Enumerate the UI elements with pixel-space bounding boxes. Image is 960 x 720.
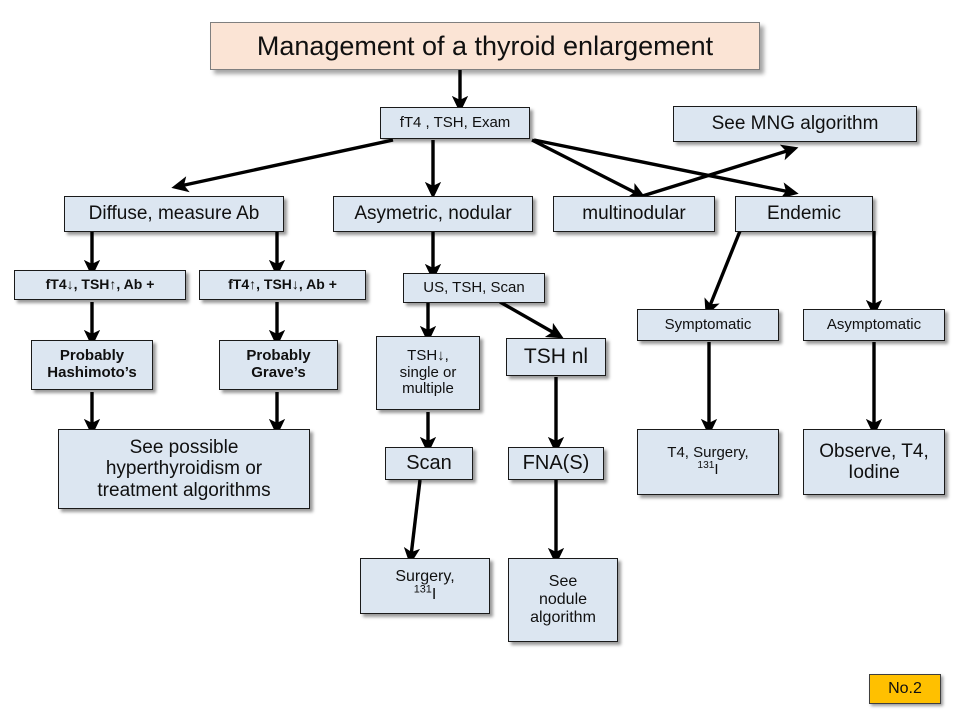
arrow-workup-to-endemic	[533, 138, 799, 199]
node-multinodular-label: multinodular	[582, 203, 686, 225]
page-title-label: Management of a thyroid enlargement	[256, 30, 714, 61]
arrow-us-to-tsh-nl	[499, 300, 564, 339]
node-t4-surgery-iodine-label: T4, Surgery,131I	[667, 444, 749, 479]
node-initial-workup[interactable]: fT4 , TSH, Exam	[380, 107, 530, 139]
node-asymetric-nodular[interactable]: Asymetric, nodular	[333, 196, 533, 232]
node-initial-workup-label: fT4 , TSH, Exam	[399, 113, 511, 131]
node-see-nodule-algorithm-label: See nodule algorithm	[530, 573, 596, 626]
iodine-mass-number: 131	[413, 583, 432, 596]
node-probably-hashimoto-label: Probably Hashimoto’s	[47, 347, 137, 381]
node-tsh-low-single-multiple[interactable]: TSH↓, single or multiple	[376, 336, 480, 410]
node-endemic[interactable]: Endemic	[735, 196, 873, 232]
arrow-scan-to-surgery	[403, 479, 422, 565]
arrow-multinodular-to-mng	[635, 144, 799, 200]
iodine-mass-number: 131	[697, 460, 715, 471]
iodine-symbol: I	[431, 586, 437, 603]
node-tsh-nl[interactable]: TSH nl	[506, 338, 606, 376]
node-diffuse[interactable]: Diffuse, measure Ab	[64, 196, 284, 232]
iodine-symbol: I	[714, 461, 719, 478]
page-title: Management of a thyroid enlargement	[210, 22, 760, 70]
arrow-workup-to-multinodular	[531, 138, 646, 199]
node-labs-hyperthyroid-label: fT4↑, TSH↓, Ab +	[228, 276, 337, 293]
slide-number-badge: No.2	[869, 674, 941, 704]
node-asymetric-nodular-label: Asymetric, nodular	[354, 203, 512, 225]
arrow-endemic-to-symptomatic	[704, 230, 742, 317]
node-labs-hyperthyroid[interactable]: fT4↑, TSH↓, Ab +	[199, 270, 366, 300]
node-see-mng-algorithm-label: See MNG algorithm	[711, 113, 879, 135]
node-endemic-label: Endemic	[767, 203, 841, 225]
node-us-tsh-scan-label: US, TSH, Scan	[423, 278, 525, 296]
node-see-mng-algorithm[interactable]: See MNG algorithm	[673, 106, 917, 142]
node-surgery-iodine-label: Surgery,131I	[395, 568, 454, 604]
slide-number-label: No.2	[888, 680, 922, 698]
node-probably-grave-label: Probably Grave’s	[246, 347, 311, 381]
node-probably-hashimoto[interactable]: Probably Hashimoto’s	[31, 340, 153, 390]
node-asymptomatic-label: Asymptomatic	[826, 315, 922, 333]
node-t4-surgery-iodine[interactable]: T4, Surgery,131I	[637, 429, 779, 495]
t4-surgery-text: T4, Surgery,	[667, 444, 749, 462]
surgery-text: Surgery,	[395, 568, 455, 586]
node-see-treatment-algorithms-label: See possible hyperthyroidism or treatmen…	[97, 437, 271, 501]
node-observe-t4-iodine-label: Observe, T4, Iodine	[819, 440, 929, 483]
node-us-tsh-scan[interactable]: US, TSH, Scan	[403, 273, 545, 303]
node-observe-t4-iodine[interactable]: Observe, T4, Iodine	[803, 429, 945, 495]
node-multinodular[interactable]: multinodular	[553, 196, 715, 232]
node-see-nodule-algorithm[interactable]: See nodule algorithm	[508, 558, 618, 642]
node-see-treatment-algorithms[interactable]: See possible hyperthyroidism or treatmen…	[58, 429, 310, 509]
node-tsh-low-label: TSH↓, single or multiple	[399, 346, 457, 398]
node-symptomatic[interactable]: Symptomatic	[637, 309, 779, 341]
arrow-workup-to-diffuse	[171, 138, 394, 193]
node-surgery-iodine[interactable]: Surgery,131I	[360, 558, 490, 614]
node-fna-label: FNA(S)	[522, 452, 590, 475]
node-tsh-nl-label: TSH nl	[523, 345, 589, 369]
node-scan[interactable]: Scan	[385, 447, 473, 480]
node-scan-label: Scan	[406, 452, 452, 475]
node-symptomatic-label: Symptomatic	[664, 315, 752, 333]
node-probably-grave[interactable]: Probably Grave’s	[219, 340, 338, 390]
node-asymptomatic[interactable]: Asymptomatic	[803, 309, 945, 341]
node-diffuse-label: Diffuse, measure Ab	[88, 203, 260, 225]
node-labs-hypothyroid[interactable]: fT4↓, TSH↑, Ab +	[14, 270, 186, 300]
node-fna[interactable]: FNA(S)	[508, 447, 604, 480]
node-labs-hypothyroid-label: fT4↓, TSH↑, Ab +	[45, 276, 155, 293]
